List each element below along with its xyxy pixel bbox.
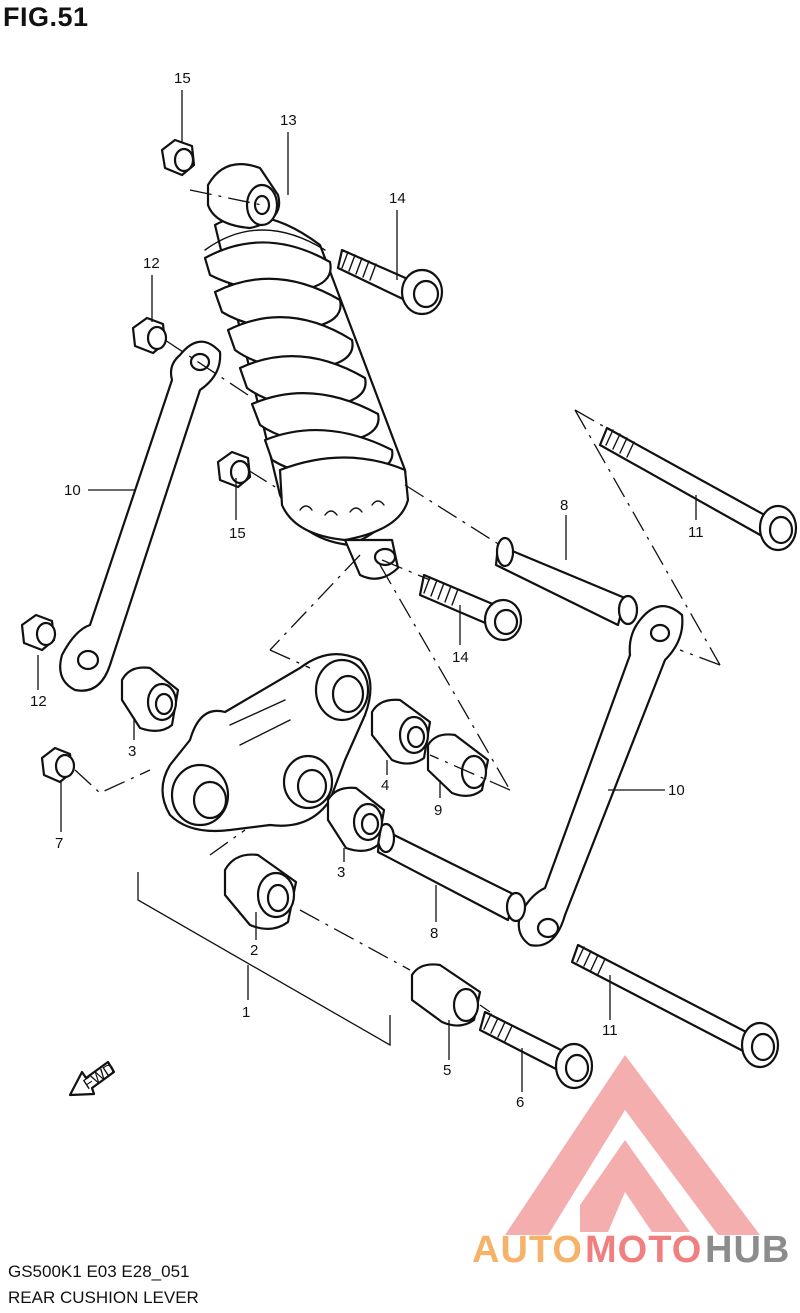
callout-3: 3 bbox=[337, 864, 345, 881]
nut-12-lower bbox=[20, 613, 57, 652]
callout-11: 11 bbox=[688, 524, 704, 541]
callout-11: 11 bbox=[602, 1022, 618, 1039]
model-code: GS500K1 E03 E28_051 bbox=[8, 1262, 190, 1281]
spacer-8-lower bbox=[376, 822, 527, 923]
callout-14: 14 bbox=[452, 649, 469, 666]
callout-2: 2 bbox=[250, 942, 258, 959]
bolt-11-upper bbox=[598, 426, 798, 552]
cushion-lever bbox=[161, 653, 372, 833]
bolt-11-lower bbox=[570, 943, 780, 1069]
callout-15: 15 bbox=[174, 70, 191, 87]
bolt-6 bbox=[478, 1010, 594, 1090]
bolt-14-upper bbox=[336, 248, 444, 316]
callout-6: 6 bbox=[516, 1094, 524, 1111]
rear-shock-absorber bbox=[203, 163, 410, 580]
cushion-rod-10-right bbox=[517, 605, 684, 947]
watermark-auto: AUTO bbox=[472, 1229, 583, 1271]
assembly-centerlines bbox=[74, 189, 721, 1013]
watermark-logo-icon bbox=[505, 1055, 760, 1235]
callout-9: 9 bbox=[434, 802, 442, 819]
leader-lines bbox=[37, 90, 697, 1092]
callout-3: 3 bbox=[128, 743, 136, 760]
section-name: REAR CUSHION LEVER bbox=[8, 1288, 199, 1307]
spacer-8-upper bbox=[494, 536, 639, 627]
nut-7 bbox=[40, 746, 76, 784]
callout-15: 15 bbox=[229, 525, 246, 542]
callout-4: 4 bbox=[381, 777, 389, 794]
bearing-4 bbox=[370, 698, 432, 765]
cushion-rod-10-left bbox=[59, 340, 222, 692]
callout-10: 10 bbox=[668, 782, 685, 799]
callout-8: 8 bbox=[430, 925, 438, 942]
fwd-arrow-icon: FWD bbox=[68, 1060, 118, 1097]
watermark-moto: MOTO bbox=[585, 1229, 702, 1271]
callout-10: 10 bbox=[64, 482, 81, 499]
spacer-9 bbox=[426, 733, 490, 797]
nut-12-upper bbox=[131, 316, 168, 355]
spacer-5 bbox=[410, 963, 482, 1027]
bolt-14-lower bbox=[418, 573, 523, 642]
callout-5: 5 bbox=[443, 1062, 451, 1079]
callout-numbers: 15 13 14 12 10 15 8 11 14 12 3 4 9 10 7 … bbox=[30, 70, 704, 1111]
callout-1: 1 bbox=[242, 1004, 250, 1021]
watermark-hub: HUB bbox=[705, 1229, 790, 1271]
bearing-2 bbox=[223, 853, 298, 930]
fwd-label: FWD bbox=[80, 1060, 118, 1093]
callout-12: 12 bbox=[143, 255, 160, 272]
bushing-3-left bbox=[120, 666, 180, 732]
callout-14: 14 bbox=[389, 190, 406, 207]
bushing-3-right bbox=[326, 786, 386, 852]
nut-15-upper bbox=[160, 138, 196, 177]
assembly-bracket-1 bbox=[137, 872, 391, 1047]
callout-12: 12 bbox=[30, 693, 47, 710]
callout-8: 8 bbox=[560, 497, 568, 514]
callout-13: 13 bbox=[280, 112, 297, 129]
callout-7: 7 bbox=[55, 835, 63, 852]
watermark-text: AUTO MOTO HUB bbox=[472, 1229, 790, 1271]
nut-15-lower bbox=[216, 450, 252, 489]
figure-title: FIG.51 bbox=[3, 2, 89, 32]
